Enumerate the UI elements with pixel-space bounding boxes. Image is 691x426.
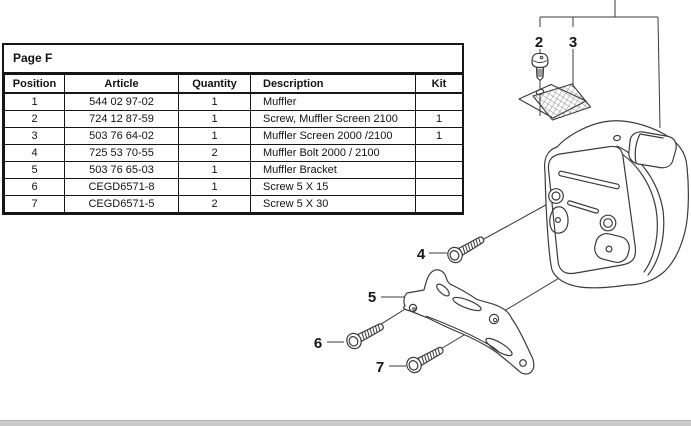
cell-description: Muffler Bolt 2000 / 2100 <box>250 144 416 162</box>
cell-position: 7 <box>4 195 65 213</box>
cell-quantity: 1 <box>178 92 251 111</box>
cell-position: 4 <box>4 144 65 162</box>
table-row: 4 725 53 70-55 2 Muffler Bolt 2000 / 210… <box>4 144 463 162</box>
col-header-position: Position <box>4 74 65 94</box>
parts-table-panel: Page F Position Article Quantity Descrip… <box>2 43 464 215</box>
cell-kit <box>415 178 463 196</box>
cell-quantity: 1 <box>178 178 251 196</box>
cell-kit: 1 <box>415 127 463 145</box>
callout-4: 4 <box>417 246 426 263</box>
cell-position: 1 <box>4 92 65 111</box>
cell-kit <box>415 92 463 111</box>
col-header-article: Article <box>64 74 179 94</box>
cell-description: Muffler Bracket <box>250 161 416 179</box>
screw-5x30-drawing <box>403 341 447 376</box>
cell-kit <box>415 161 463 179</box>
cell-position: 5 <box>4 161 65 179</box>
cell-kit <box>415 144 463 162</box>
cell-kit: 1 <box>415 110 463 128</box>
table-row: 6 CEGD6571-8 1 Screw 5 X 15 <box>4 178 463 196</box>
cell-article: 503 76 65-03 <box>64 161 179 179</box>
cell-quantity: 1 <box>178 110 251 128</box>
table-row: 5 503 76 65-03 1 Muffler Bracket <box>4 161 463 179</box>
callout-7: 7 <box>376 359 384 376</box>
cell-quantity: 2 <box>178 144 251 162</box>
col-header-kit: Kit <box>415 74 463 94</box>
screw-5x15-drawing <box>343 318 388 352</box>
callout-5: 5 <box>368 289 376 306</box>
cell-description: Screw, Muffler Screen 2100 <box>250 110 416 128</box>
bottom-bar <box>0 420 691 426</box>
table-row: 2 724 12 87-59 1 Screw, Muffler Screen 2… <box>4 110 463 128</box>
cell-article: CEGD6571-8 <box>64 178 179 196</box>
cell-article: 724 12 87-59 <box>64 110 179 128</box>
parts-table: Position Article Quantity Description Ki… <box>4 74 463 213</box>
col-header-quantity: Quantity <box>178 74 251 94</box>
muffler-bolt-drawing <box>444 231 488 266</box>
cell-quantity: 1 <box>178 161 251 179</box>
col-header-description: Description <box>250 74 416 94</box>
table-row: 7 CEGD6571-5 2 Screw 5 X 30 <box>4 195 463 213</box>
cell-position: 2 <box>4 110 65 128</box>
cell-position: 6 <box>4 178 65 196</box>
muffler-deflector <box>628 131 677 169</box>
muffler-bracket-drawing <box>403 269 535 375</box>
cell-position: 3 <box>4 127 65 145</box>
callout-2: 2 <box>535 34 543 51</box>
cell-article: CEGD6571-5 <box>64 195 179 213</box>
cell-kit <box>415 195 463 213</box>
cell-article: 503 76 64-02 <box>64 127 179 145</box>
muffler-screen-drawing <box>518 83 592 121</box>
cell-quantity: 1 <box>178 127 251 145</box>
callout-3: 3 <box>569 34 577 51</box>
table-header-row: Position Article Quantity Description Ki… <box>4 74 463 94</box>
callout-6: 6 <box>314 335 322 352</box>
screen-screw-drawing <box>531 52 549 82</box>
cell-description: Muffler <box>250 92 416 111</box>
cell-description: Muffler Screen 2000 /2100 <box>250 127 416 145</box>
page-title: Page F <box>4 45 462 74</box>
cell-quantity: 2 <box>178 195 251 213</box>
table-row: 3 503 76 64-02 1 Muffler Screen 2000 /21… <box>4 127 463 145</box>
muffler-drawing <box>543 120 689 289</box>
cell-article: 725 53 70-55 <box>64 144 179 162</box>
cell-description: Screw 5 X 30 <box>250 195 416 213</box>
cell-description: Screw 5 X 15 <box>250 178 416 196</box>
table-row: 1 544 02 97-02 1 Muffler <box>4 92 463 111</box>
cell-article: 544 02 97-02 <box>64 92 179 111</box>
